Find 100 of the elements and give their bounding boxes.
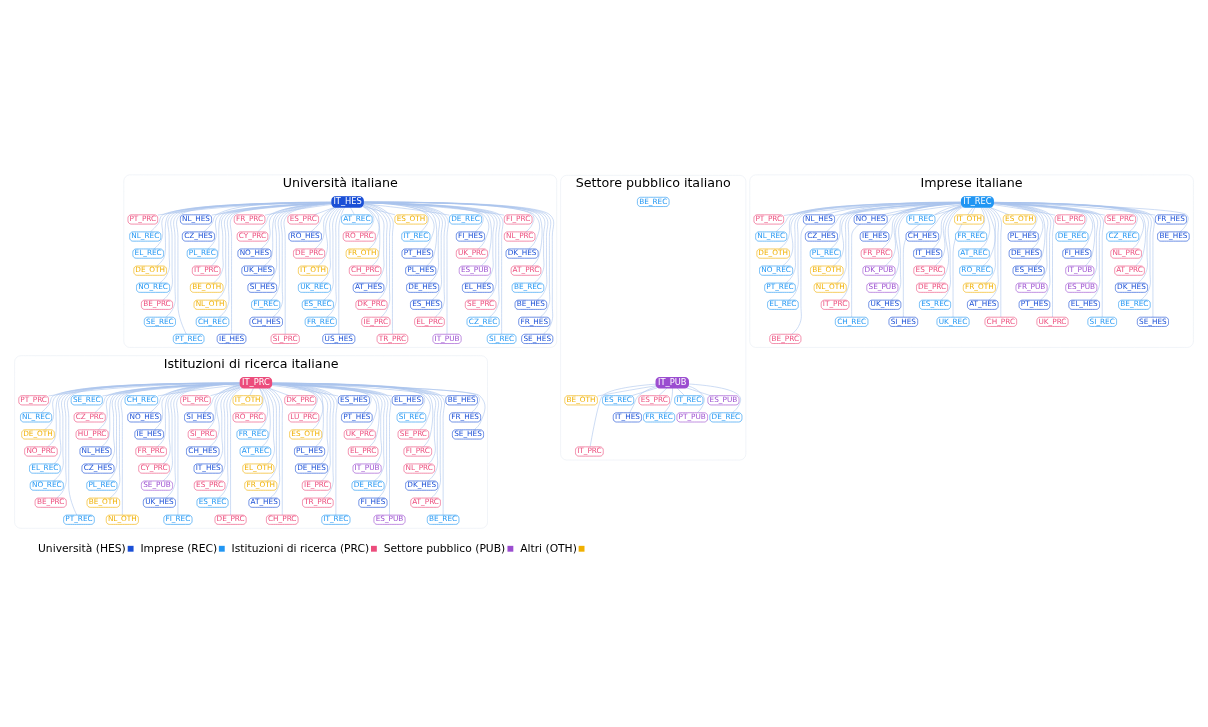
connector <box>363 203 388 300</box>
connector <box>271 382 383 464</box>
connector <box>937 206 962 283</box>
connector <box>266 387 280 498</box>
connector <box>785 201 962 283</box>
connector <box>783 201 962 216</box>
connector <box>363 201 543 266</box>
connector <box>826 201 962 232</box>
connector <box>362 203 450 215</box>
connector <box>260 202 333 249</box>
connector <box>203 201 333 232</box>
connector <box>993 201 1152 300</box>
connector <box>318 206 338 266</box>
connector <box>149 382 241 413</box>
connector <box>271 384 339 396</box>
connector <box>262 387 275 464</box>
connector <box>53 382 241 464</box>
connector <box>102 382 241 396</box>
legend-label: Imprese (REC) <box>140 540 218 554</box>
connector <box>788 201 962 300</box>
connector <box>120 382 241 515</box>
connector <box>993 202 1055 317</box>
connector <box>362 205 380 249</box>
legend-label: Altri (OTH) <box>520 540 577 554</box>
connector <box>258 387 269 430</box>
connector <box>362 201 446 317</box>
connector <box>362 204 385 283</box>
connector <box>362 202 391 317</box>
connector <box>887 203 962 216</box>
connector <box>782 201 962 266</box>
connector <box>362 201 498 300</box>
connector <box>109 382 241 498</box>
connector <box>363 201 437 266</box>
connector <box>207 202 333 249</box>
connector <box>107 382 241 464</box>
connector <box>271 382 386 481</box>
connector <box>215 385 241 464</box>
connector <box>985 206 996 283</box>
connector <box>310 206 336 232</box>
connector <box>156 382 241 447</box>
connector <box>631 387 658 396</box>
connector <box>255 387 264 413</box>
connector <box>261 387 271 447</box>
connector <box>888 202 962 283</box>
connector <box>971 206 976 215</box>
connector <box>775 201 962 232</box>
connector <box>271 382 338 515</box>
connector <box>53 382 241 481</box>
connector <box>952 206 974 317</box>
connector <box>982 206 996 266</box>
node-box: IT_PUB <box>655 376 689 389</box>
connector <box>159 201 333 283</box>
connector <box>663 387 673 413</box>
connector <box>156 201 333 266</box>
connector <box>993 201 1149 283</box>
connector <box>993 202 1093 249</box>
connector <box>101 382 241 447</box>
connector <box>834 202 962 216</box>
connector <box>993 202 1106 215</box>
connector <box>268 387 290 396</box>
connector <box>271 382 437 464</box>
connector <box>213 202 333 283</box>
connector <box>349 206 355 215</box>
connector <box>881 202 962 249</box>
connector <box>676 387 685 396</box>
connector <box>629 385 657 413</box>
connector <box>271 382 434 447</box>
connector <box>362 201 505 215</box>
connector <box>271 382 380 447</box>
connector <box>249 387 254 396</box>
connector <box>658 387 668 396</box>
connector <box>271 383 393 396</box>
connector <box>263 202 333 266</box>
connector <box>686 387 711 396</box>
connector <box>94 382 241 413</box>
connector <box>840 202 962 300</box>
connector <box>791 201 962 335</box>
connector <box>688 385 705 413</box>
connector <box>993 201 1156 215</box>
connector <box>56 382 241 498</box>
connector <box>338 206 345 334</box>
connector <box>993 201 1155 317</box>
connector <box>268 387 283 515</box>
connector <box>47 382 241 447</box>
connector <box>363 201 492 266</box>
connector <box>932 204 962 249</box>
legend-label: Settore pubblico (PUB) <box>383 540 506 554</box>
connector <box>993 202 1104 317</box>
connector <box>162 382 241 464</box>
connector <box>993 203 1056 215</box>
connector <box>832 202 962 266</box>
node-box: IT_HES <box>331 195 364 208</box>
connector <box>48 382 241 396</box>
connector <box>44 382 241 430</box>
connector <box>107 382 241 481</box>
connector <box>314 206 337 249</box>
connector <box>257 202 333 232</box>
connector <box>779 201 962 249</box>
connector <box>150 201 333 232</box>
connector <box>989 206 1010 215</box>
